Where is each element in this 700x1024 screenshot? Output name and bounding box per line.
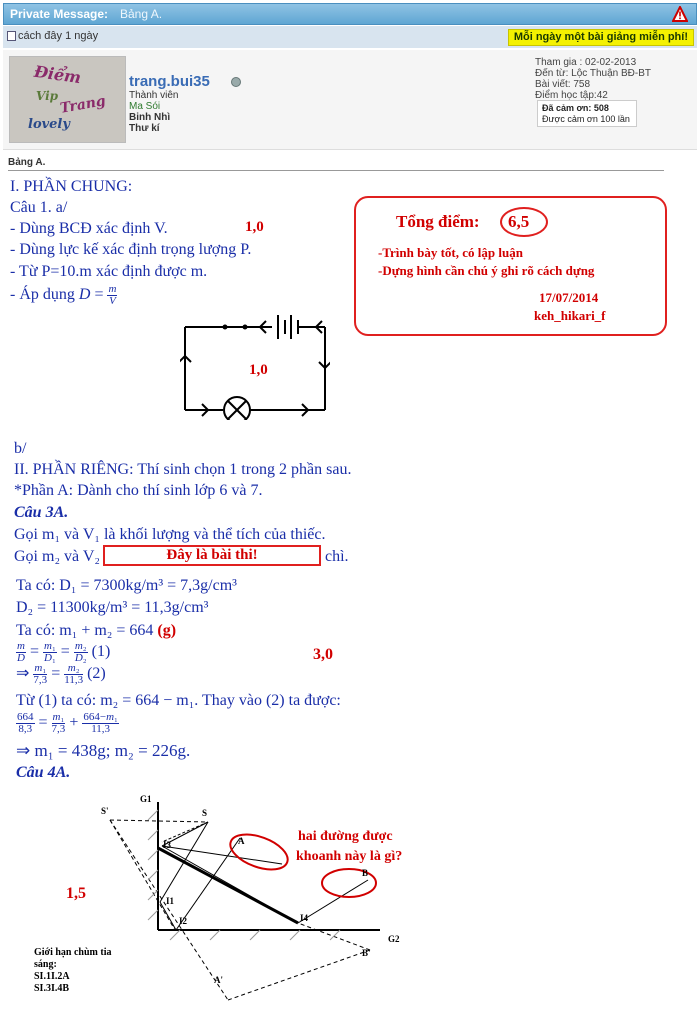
message-meta-bar: cách đây 1 ngày Mỗi ngày một bài giảng m… <box>3 26 697 48</box>
window-title: Private Message: <box>10 7 109 21</box>
divider <box>8 170 664 171</box>
beam-name: SI.3I.4B <box>34 983 69 994</box>
stat-joined: Tham gia : 02-02-2013 <box>535 57 637 68</box>
promo-link[interactable]: Mỗi ngày một bài giảng miễn phí! <box>507 29 694 46</box>
diagram-label: G1 <box>140 794 152 804</box>
q3-line-1: Gọi m₁ và V₁ là khối lượng và thể tích c… <box>14 526 326 543</box>
highlight-box: Đây là bài thi! <box>103 545 321 566</box>
equation-mass-sum: Ta có: m₁ + m₂ = 664 (g) <box>16 622 176 640</box>
member-rank: Ma Sói <box>129 101 161 112</box>
member-title: Thư kí <box>129 123 160 134</box>
document-icon <box>7 31 16 41</box>
stat-posts: Bài viết: 758 <box>535 79 591 90</box>
diagram-label: B <box>362 868 368 878</box>
diagram-label: B' <box>362 948 371 958</box>
avatar-text: lovely <box>28 117 70 132</box>
report-alert-icon[interactable] <box>672 6 688 22</box>
grader-name: keh_hikari_f <box>534 308 606 323</box>
question-1a: Câu 1. a/ <box>10 199 68 216</box>
diagram-label: I4 <box>300 913 309 923</box>
grading-box: Tổng điểm: 6,5 -Trình bày tốt, có lập lu… <box>354 196 667 336</box>
q3-line-2-end: chì. <box>325 548 349 565</box>
diagram-label: S <box>202 808 207 818</box>
diagram-label: G2 <box>388 934 400 944</box>
total-score: 6,5 <box>508 212 530 231</box>
comment-1: -Trình bày tốt, có lập luận <box>378 245 523 260</box>
answer-line: - Từ P=10.m xác định được m. <box>10 263 208 280</box>
thanks-received: Được cảm ơn 100 lần <box>542 114 630 124</box>
diagram-label: I3 <box>163 840 172 850</box>
member-stats: Tham gia : 02-02-2013 Đến từ: Lộc Thuận … <box>535 57 651 101</box>
answer-line: - Dùng BCĐ xác định V. <box>10 220 168 237</box>
question-4a: Câu 4A. <box>16 764 71 781</box>
thanks-given: Đã cảm ơn: 508 <box>542 103 609 113</box>
substitution-line: Từ (1) ta có: m₂ = 664 − m₁. Thay vào (2… <box>16 692 341 709</box>
equation-d2: D₂ = 11300kg/m³ = 11,3g/cm³ <box>16 599 209 616</box>
username-link[interactable]: trang.bui35 <box>129 73 210 90</box>
sender-profile: Điểm Vip Trang lovely trang.bui35 Thành … <box>3 50 697 150</box>
thanks-box: Đã cảm ơn: 508 Được cảm ơn 100 lần <box>537 100 637 127</box>
post-time: cách đây 1 ngày <box>18 30 99 42</box>
circuit-diagram <box>180 315 330 420</box>
member-role: Thành viên <box>129 90 179 101</box>
diagram-label: A <box>238 836 245 846</box>
diagram-label: I1 <box>166 896 175 906</box>
beam-title: Giới hạn chùm tia <box>34 947 112 958</box>
message-titlebar: Private Message: Bảng A. <box>3 3 697 25</box>
question-3a: Câu 3A. <box>14 504 69 521</box>
comment-2: -Dựng hình cần chú ý ghi rõ cách dựng <box>378 263 595 278</box>
score-circuit: 1,0 <box>249 362 268 378</box>
avatar-text: Điểm <box>32 61 83 88</box>
equation-d1: Ta có: D₁ = 7300kg/m³ = 7,3g/cm³ <box>16 577 237 594</box>
post-subject: Bảng A. <box>8 157 46 168</box>
answer-line: - Dùng lực kế xác định trọng lượng P. <box>10 241 252 258</box>
total-score-label: Tổng điểm: <box>396 212 480 231</box>
stat-points: Điểm học tập:42 <box>535 90 608 101</box>
heading-part2: II. PHẦN RIÊNG: Thí sinh chọn 1 trong 2 … <box>14 461 352 478</box>
equation-1-tag: (1) <box>91 643 111 661</box>
member-level: Binh Nhì <box>129 112 171 123</box>
avatar[interactable]: Điểm Vip Trang lovely <box>9 56 126 143</box>
score-q4: 1,5 <box>66 885 86 902</box>
stat-location: Đến từ: Lộc Thuận BĐ-BT <box>535 68 652 79</box>
equation-2-tag: (2) <box>87 665 106 683</box>
part-a-note: *Phần A: Dành cho thí sinh lớp 6 và 7. <box>14 482 263 499</box>
question-1b: b/ <box>14 440 27 457</box>
diagram-label: I2 <box>179 916 188 926</box>
mirror-ray-diagram: S' G1 S I3 A I1 I2 I4 B G2 B' A' Giới hạ… <box>34 794 402 1001</box>
beam-name: SI.1I.2A <box>34 971 70 982</box>
grader-question: khoanh này là gì? <box>296 849 402 864</box>
score-q3: 3,0 <box>313 646 333 663</box>
answer-line-text: - Áp dụng <box>10 286 75 304</box>
heading-part1: I. PHẦN CHUNG: <box>10 178 133 195</box>
q3-line-2: Gọi m₂ và V₂ <box>14 548 100 565</box>
offline-status-icon <box>231 77 241 87</box>
diagram-label: S' <box>101 806 109 816</box>
avatar-text: Vip <box>36 89 59 103</box>
message-subject-title: Bảng A. <box>120 7 163 21</box>
total-score-circle <box>500 207 548 237</box>
grader-question: hai đường được <box>298 829 393 844</box>
grading-date: 17/07/2014 <box>539 290 599 305</box>
avatar-text: Trang <box>58 93 107 117</box>
final-result: ⇒ m₁ = 438g; m₂ = 226g. <box>16 741 191 760</box>
beam-title: sáng: <box>34 959 57 970</box>
equation-mass-sum-text: Ta có: m₁ + m₂ = 664 <box>16 622 154 639</box>
unit-annotation: (g) <box>157 622 177 639</box>
score-q1a: 1,0 <box>245 219 264 235</box>
diagram-label: A' <box>214 975 223 985</box>
